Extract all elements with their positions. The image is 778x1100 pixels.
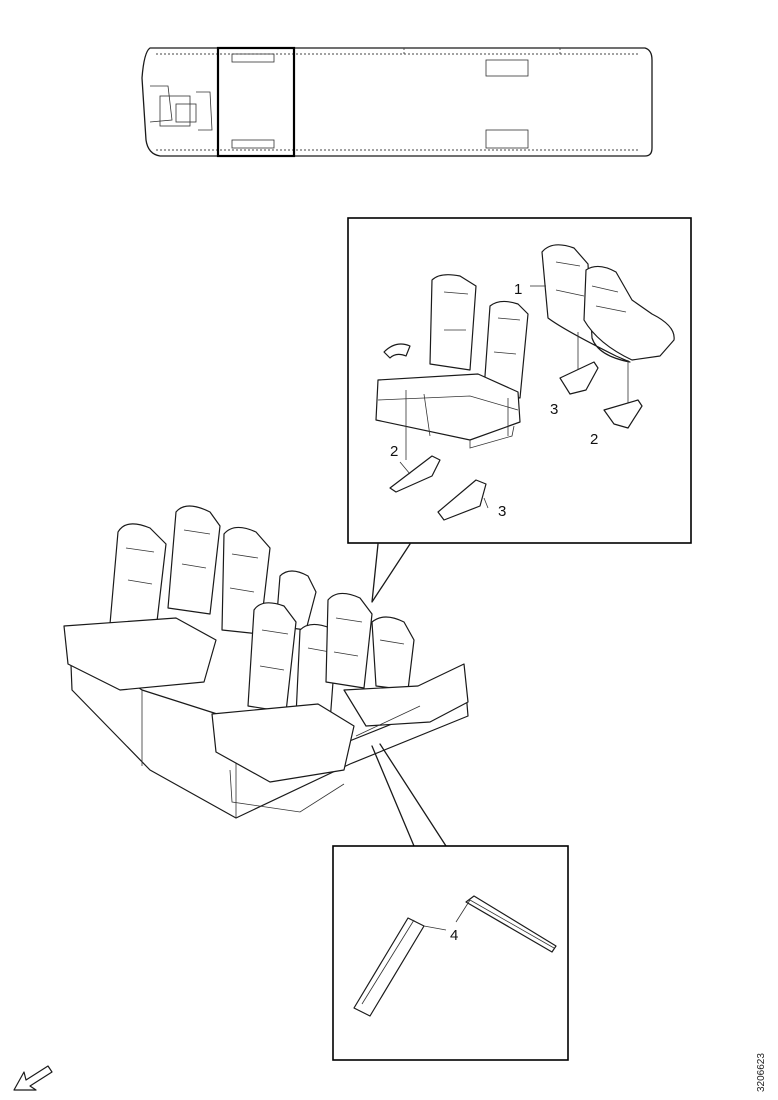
callout-3-right: 3 bbox=[550, 401, 558, 418]
floor-rail-right bbox=[465, 895, 557, 953]
callout-3-left: 3 bbox=[498, 503, 506, 520]
seat-bracket-3a bbox=[437, 479, 487, 521]
rail-detail-panel: 4 bbox=[332, 845, 569, 1061]
callout-2-right: 2 bbox=[590, 431, 598, 448]
double-seat-left bbox=[375, 274, 529, 449]
direction-arrow-icon bbox=[13, 1065, 53, 1091]
drawing-code: 3206623 bbox=[756, 1053, 767, 1092]
seat-bracket-2a bbox=[389, 455, 441, 493]
double-seat-right bbox=[541, 244, 675, 363]
callout-1: 1 bbox=[514, 281, 522, 298]
seating-assembly bbox=[63, 505, 469, 819]
bus-floor-plan bbox=[141, 46, 653, 158]
seat-bracket-3b bbox=[559, 361, 599, 395]
highlighted-seat-zone bbox=[216, 46, 296, 158]
seat-detail-panel: 1 2 3 3 2 bbox=[347, 217, 692, 544]
callout-2-left: 2 bbox=[390, 443, 398, 460]
seat-bracket-2b bbox=[603, 399, 643, 429]
callout-4: 4 bbox=[450, 927, 458, 944]
